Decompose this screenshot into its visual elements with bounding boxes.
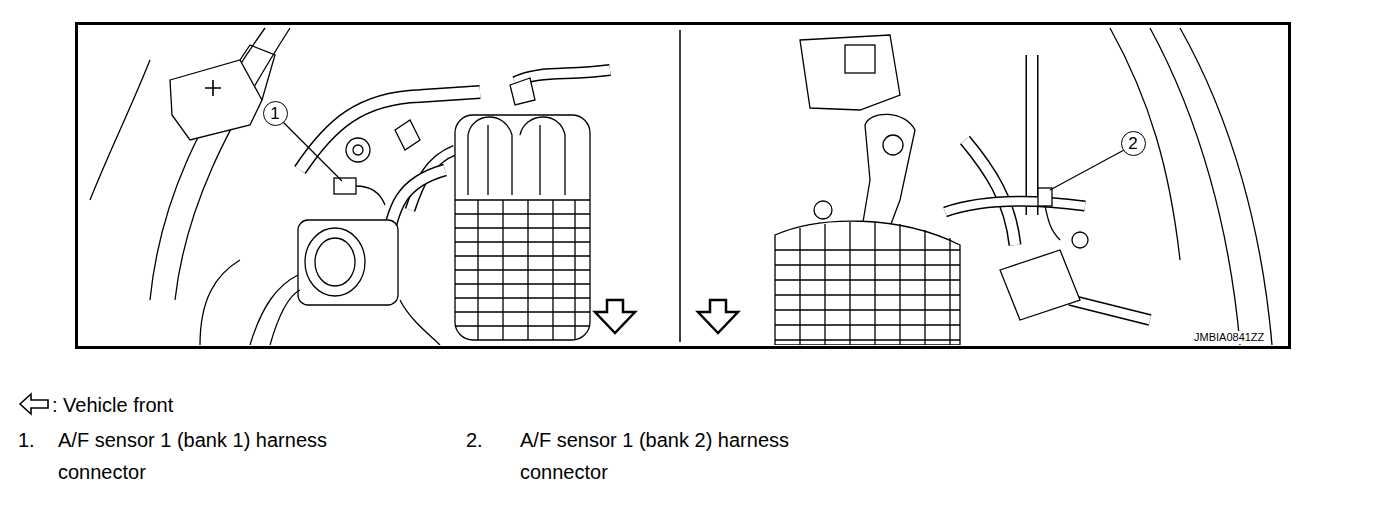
fender-line — [1180, 28, 1272, 345]
engine-component — [845, 45, 875, 73]
sensor-boss — [346, 138, 370, 162]
item-number: 2. — [466, 424, 483, 456]
leader-lines — [283, 122, 1124, 190]
body-line — [90, 60, 150, 200]
manifold-grid — [775, 222, 960, 345]
body-line — [200, 260, 240, 345]
throttle-body — [305, 228, 365, 296]
right-engine-view — [945, 201, 1085, 212]
intake-manifold — [455, 115, 590, 340]
leader-line — [283, 122, 342, 181]
item-description: A/F sensor 1 (bank 2) harness connector — [520, 424, 882, 488]
sensor-boss — [353, 145, 363, 155]
right-engine-view — [945, 201, 1085, 212]
right-engine-view — [1070, 300, 1150, 320]
front-arrows — [595, 300, 738, 333]
harness-wire — [356, 186, 385, 205]
strut-line — [150, 28, 265, 300]
item-description: A/F sensor 1 (bank 1) harness connector — [58, 424, 420, 488]
battery — [170, 60, 262, 140]
engine-component — [800, 35, 900, 110]
clamp — [395, 78, 535, 150]
right-engine-view — [1070, 300, 1150, 320]
front-arrow — [698, 300, 738, 333]
item-number: 1. — [18, 424, 35, 456]
fender-line — [1150, 28, 1240, 345]
harness-wire — [1045, 206, 1060, 240]
leader-line — [1050, 150, 1124, 190]
front-arrow-sample — [18, 389, 52, 421]
harness-connector — [1038, 188, 1052, 206]
harness-connector — [334, 178, 356, 194]
callout-circle: 2 — [1121, 131, 1146, 156]
bolt — [814, 201, 832, 219]
body-line — [1110, 28, 1180, 260]
battery — [240, 45, 275, 100]
panel-divider — [679, 30, 681, 342]
right-engine-view — [965, 140, 1015, 245]
plus-mark — [205, 80, 221, 96]
bolt-hole — [883, 135, 903, 155]
manifold-grid — [455, 200, 590, 340]
manifold-runners — [468, 117, 565, 195]
throttle-body — [298, 220, 398, 305]
left-engine-view — [300, 92, 480, 170]
right-engine-view — [965, 140, 1015, 245]
right-engine-view — [775, 28, 1272, 345]
engine-component — [1000, 250, 1080, 320]
front-arrow — [20, 394, 48, 414]
legend-entry: : Vehicle front — [18, 389, 418, 421]
callout-number: 1 — [270, 105, 279, 122]
frame — [77, 24, 1290, 348]
callout-number: 2 — [1128, 135, 1137, 152]
front-arrow — [595, 300, 635, 333]
figure-frame — [77, 24, 1290, 348]
throttle-body — [315, 238, 355, 286]
clip — [1072, 232, 1088, 248]
left-engine-view — [300, 92, 480, 170]
left-engine-view — [90, 28, 610, 345]
legend-text: : Vehicle front — [52, 389, 173, 421]
intake-manifold — [775, 221, 960, 345]
right-engine-view — [1027, 55, 1037, 215]
body-line — [400, 300, 440, 345]
right-engine-view — [1026, 55, 1039, 215]
callout-circle: 1 — [263, 101, 288, 126]
figure-code: JMBIA0841ZZ — [1192, 331, 1266, 344]
air-duct — [250, 275, 300, 345]
